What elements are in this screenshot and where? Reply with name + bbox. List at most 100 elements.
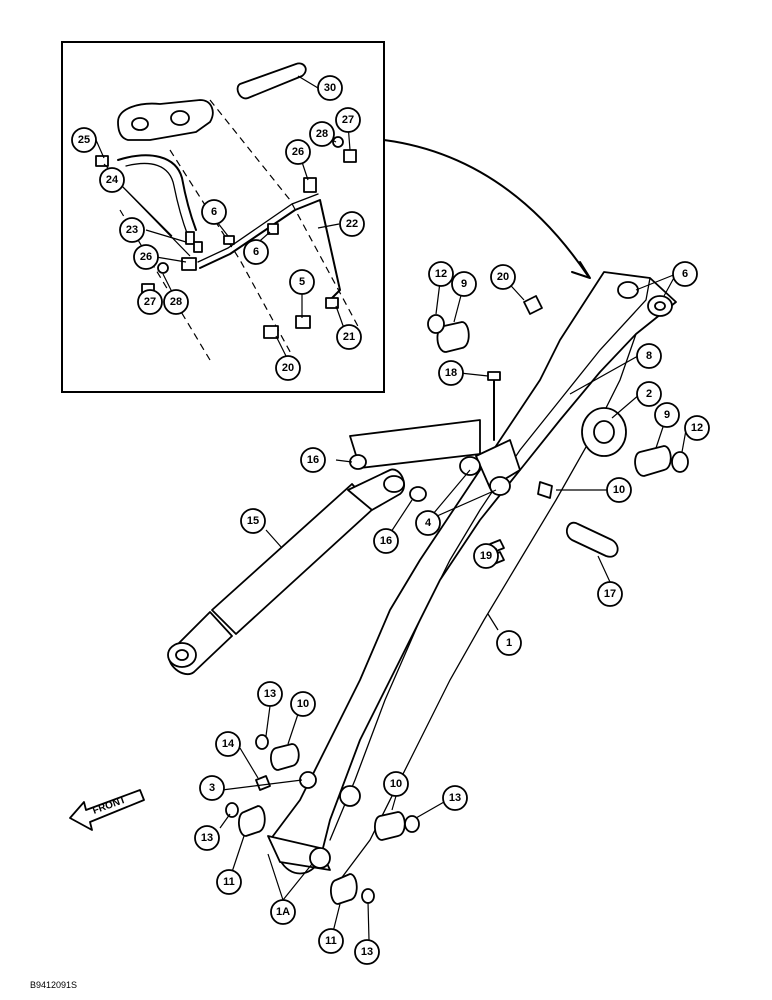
callouts: 30 25 27 28 26 24 6 22 23 6 26 5 27 28 2…: [71, 75, 710, 965]
callout-1: 1: [496, 630, 522, 656]
callout-6: 5: [289, 269, 315, 295]
callout-7-mid: 6: [243, 239, 269, 265]
callout-22: 21: [336, 324, 362, 350]
hose-25: [117, 154, 197, 231]
bushing-10-top: [436, 321, 470, 353]
svg-text:11: 11: [325, 935, 337, 947]
front-arrow: FRONT: [69, 789, 145, 831]
callout-17-top: 16: [300, 447, 326, 473]
callout-19: 18: [438, 360, 464, 386]
callout-11-right: 10: [383, 771, 409, 797]
callout-15: 14: [215, 731, 241, 757]
svg-text:28: 28: [316, 128, 328, 140]
bushing-11-right: [374, 811, 406, 841]
callout-28-top: 27: [335, 107, 361, 133]
callout-14-top: 13: [257, 681, 283, 707]
pin-30: [236, 62, 307, 100]
callout-13-top: 12: [428, 261, 454, 287]
callout-18: 17: [597, 581, 623, 607]
svg-text:25: 25: [78, 134, 90, 146]
svg-text:5: 5: [299, 276, 305, 288]
svg-text:27: 27: [144, 296, 156, 308]
callout-21-main: 20: [490, 264, 516, 290]
svg-text:4: 4: [425, 517, 432, 529]
detail-arrow: [383, 139, 589, 277]
svg-text:26: 26: [292, 146, 304, 158]
svg-text:13: 13: [264, 688, 276, 700]
callout-2: 2: [636, 381, 662, 407]
svg-text:11: 11: [223, 876, 235, 888]
callout-17-bottom: 16: [373, 528, 399, 554]
callout-16: 15: [240, 508, 266, 534]
svg-text:1: 1: [506, 637, 512, 649]
svg-text:12: 12: [435, 268, 447, 280]
svg-text:1A: 1A: [276, 906, 290, 918]
svg-text:18: 18: [445, 367, 457, 379]
svg-text:16: 16: [307, 454, 319, 466]
callout-10-top: 9: [451, 271, 477, 297]
svg-text:27: 27: [342, 114, 354, 126]
callout-12-bottom: 11: [318, 928, 344, 954]
callout-29-top: 28: [309, 121, 335, 147]
svg-text:10: 10: [390, 778, 402, 790]
svg-text:30: 30: [324, 82, 336, 94]
callout-7-top: 6: [201, 199, 227, 225]
callout-14-bottom: 13: [354, 939, 380, 965]
svg-text:28: 28: [170, 296, 182, 308]
svg-text:12: 12: [691, 422, 703, 434]
callout-13-right: 12: [684, 415, 710, 441]
callout-9: 10: [606, 477, 632, 503]
callout-26: 25: [71, 127, 97, 153]
pipe-23: [199, 199, 341, 301]
svg-text:10: 10: [297, 698, 309, 710]
svg-text:26: 26: [140, 251, 152, 263]
svg-text:21: 21: [343, 331, 355, 343]
callout-5: 6: [672, 261, 698, 287]
callout-25: 24: [99, 167, 125, 193]
svg-text:14: 14: [222, 738, 235, 750]
callout-29-left: 28: [163, 289, 189, 315]
callout-3: 3: [199, 775, 225, 801]
callout-28-left: 27: [137, 289, 163, 315]
svg-text:23: 23: [126, 224, 138, 236]
svg-text:20: 20: [282, 362, 294, 374]
svg-text:9: 9: [664, 409, 670, 421]
boom-1: [269, 271, 677, 875]
svg-text:6: 6: [253, 246, 259, 258]
svg-text:6: 6: [682, 268, 688, 280]
svg-text:6: 6: [211, 206, 217, 218]
svg-text:24: 24: [106, 174, 119, 186]
svg-text:15: 15: [247, 515, 259, 527]
svg-text:13: 13: [361, 946, 373, 958]
svg-text:13: 13: [201, 832, 213, 844]
callout-24: 23: [119, 217, 145, 243]
svg-text:22: 22: [346, 218, 358, 230]
callout-4: 4: [415, 510, 441, 536]
svg-text:20: 20: [497, 271, 509, 283]
svg-text:9: 9: [461, 278, 467, 290]
svg-text:2: 2: [646, 388, 652, 400]
svg-text:13: 13: [449, 792, 461, 804]
leader-lines: [95, 75, 687, 941]
svg-text:17: 17: [604, 588, 616, 600]
callout-14-left: 13: [194, 825, 220, 851]
bushing-11-left: [270, 743, 300, 771]
svg-text:19: 19: [480, 550, 492, 562]
callout-23: 22: [339, 211, 365, 237]
svg-text:16: 16: [380, 535, 392, 547]
callout-12-left: 11: [216, 869, 242, 895]
callout-20: 19: [473, 543, 499, 569]
svg-text:3: 3: [209, 782, 215, 794]
cylinder-16: [167, 419, 481, 675]
bushing-10-right: [634, 445, 672, 477]
callout-30: 30: [317, 75, 343, 101]
callout-8: 8: [636, 343, 662, 369]
pin-18: [565, 521, 619, 558]
callout-21-inset: 20: [275, 355, 301, 381]
callout-27-top: 26: [285, 139, 311, 165]
drawing-code: B9412091S: [30, 980, 77, 990]
callout-14-right: 13: [442, 785, 468, 811]
callout-11-left: 10: [290, 691, 316, 717]
boom-assembly: [225, 271, 689, 905]
